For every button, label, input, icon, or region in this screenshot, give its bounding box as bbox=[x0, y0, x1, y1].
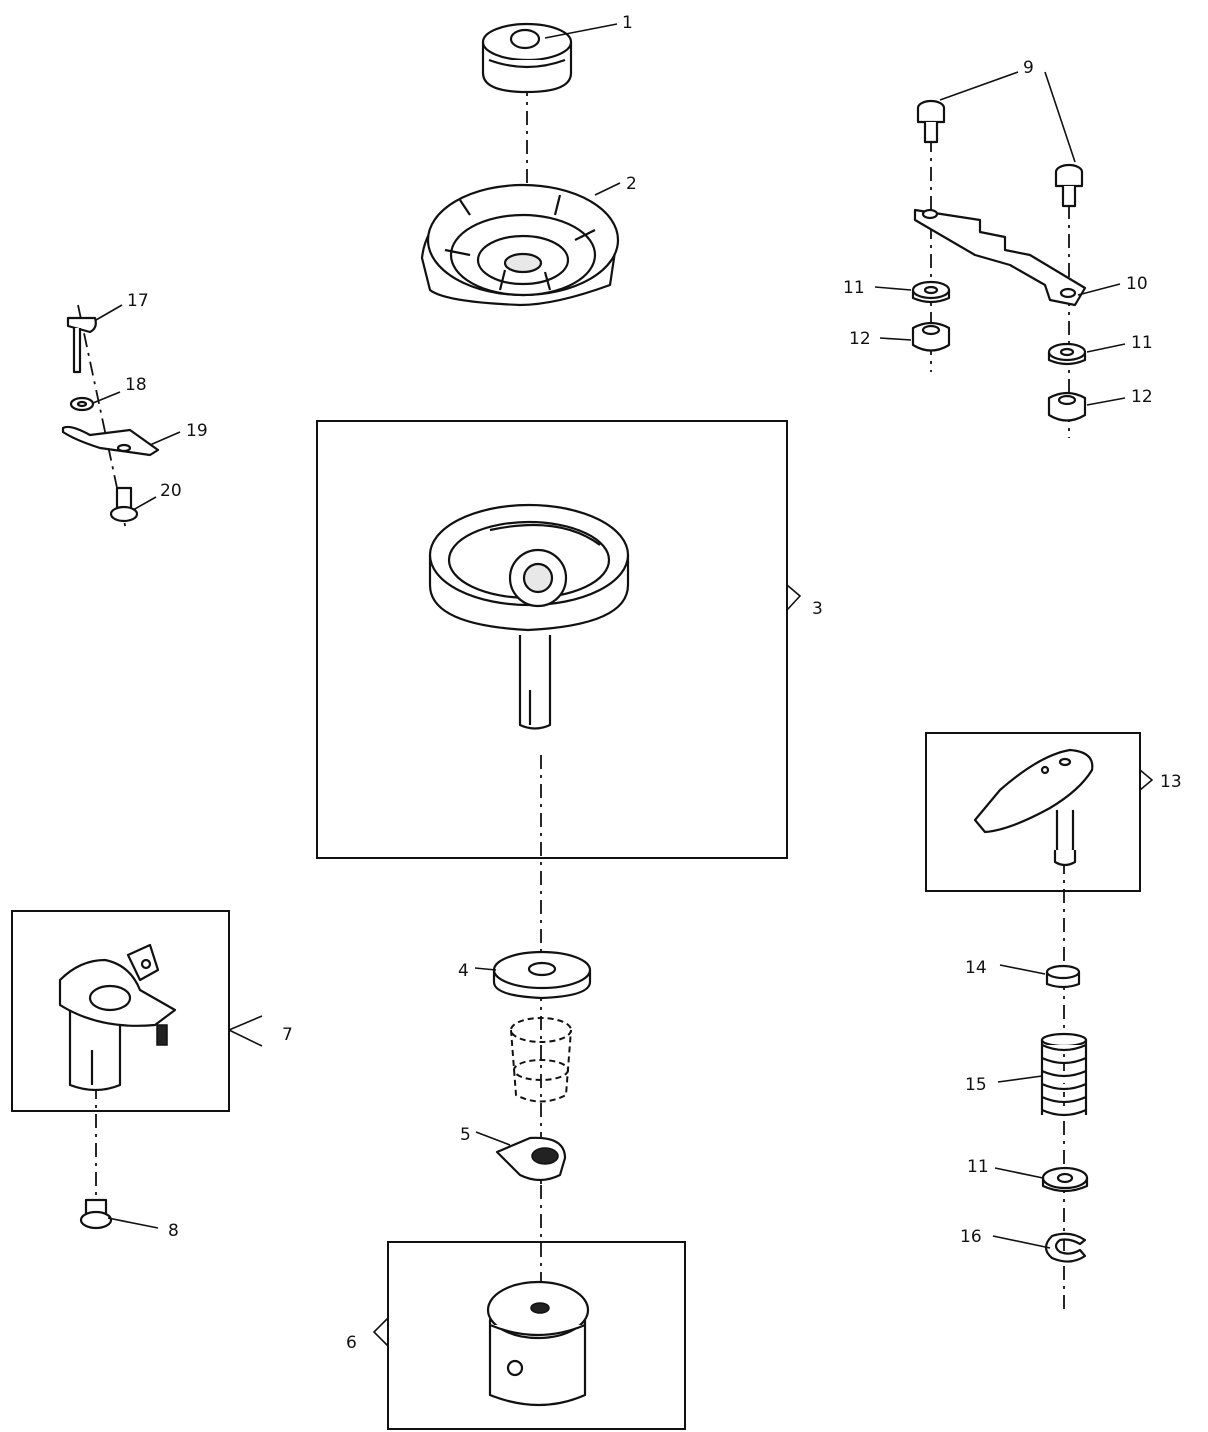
washer-part-4 bbox=[492, 950, 592, 1000]
callout-19: 19 bbox=[186, 421, 208, 441]
callout-6: 6 bbox=[346, 1333, 357, 1353]
screw-part-9-left bbox=[916, 99, 946, 144]
callout-1: 1 bbox=[622, 13, 633, 33]
e-ring-part-16 bbox=[1044, 1232, 1087, 1263]
rotary-hook-part-3 bbox=[428, 503, 630, 730]
callout-17: 17 bbox=[127, 291, 149, 311]
callout-5: 5 bbox=[460, 1125, 471, 1145]
bobbin-case-base-part-2 bbox=[420, 183, 620, 307]
bobbin-part-1 bbox=[481, 22, 573, 94]
bracket-part-7 bbox=[58, 943, 177, 1092]
washer-part-11-a bbox=[911, 280, 951, 304]
callout-9: 9 bbox=[1023, 58, 1034, 78]
callout-12-a: 12 bbox=[849, 329, 871, 349]
callout-11-b: 11 bbox=[1131, 333, 1153, 353]
washer-part-18 bbox=[69, 396, 95, 412]
pin-part-17 bbox=[66, 316, 97, 374]
callout-12-b: 12 bbox=[1131, 387, 1153, 407]
callout-2: 2 bbox=[626, 174, 637, 194]
assembly-frame-13 bbox=[925, 732, 1141, 892]
screw-part-20 bbox=[109, 486, 139, 523]
callout-13: 13 bbox=[1160, 772, 1182, 792]
screw-part-9-right bbox=[1054, 163, 1084, 208]
callout-8: 8 bbox=[168, 1221, 179, 1241]
callout-15: 15 bbox=[965, 1075, 987, 1095]
spring-plate-part-19 bbox=[61, 425, 160, 457]
callout-3: 3 bbox=[812, 599, 823, 619]
callout-7: 7 bbox=[282, 1025, 293, 1045]
dashed-spacer bbox=[510, 1017, 572, 1103]
leader-lines bbox=[92, 23, 1154, 1347]
collar-part-14 bbox=[1045, 964, 1081, 989]
callout-18: 18 bbox=[125, 375, 147, 395]
callout-10: 10 bbox=[1126, 274, 1148, 294]
callout-11-a: 11 bbox=[843, 278, 865, 298]
gear-part-6 bbox=[486, 1280, 590, 1407]
nut-part-12-b bbox=[1047, 391, 1087, 422]
assembly-frame-3 bbox=[316, 420, 788, 859]
assembly-frame-6 bbox=[387, 1241, 686, 1430]
lever-part-13 bbox=[973, 748, 1094, 867]
callout-11-c: 11 bbox=[967, 1157, 989, 1177]
nut-part-12-a bbox=[911, 321, 951, 352]
axis-part-17-20 bbox=[77, 304, 127, 531]
callout-16: 16 bbox=[960, 1227, 982, 1247]
callout-4: 4 bbox=[458, 961, 469, 981]
spring-part-15 bbox=[1040, 1032, 1088, 1117]
washer-part-11-c bbox=[1041, 1166, 1089, 1193]
washer-part-11-b bbox=[1047, 342, 1087, 366]
screw-part-8 bbox=[79, 1198, 113, 1230]
cam-part-5 bbox=[495, 1136, 567, 1182]
callout-14: 14 bbox=[965, 958, 987, 978]
callout-20: 20 bbox=[160, 481, 182, 501]
plate-part-10 bbox=[913, 208, 1087, 307]
assembly-frame-7 bbox=[11, 910, 230, 1112]
